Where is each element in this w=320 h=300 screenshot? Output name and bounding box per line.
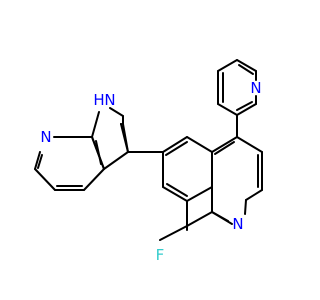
bond <box>186 211 213 227</box>
bond <box>236 101 253 111</box>
bond <box>159 225 188 241</box>
bond <box>109 107 124 117</box>
nitrogen-label-pyrrole: N <box>104 91 115 109</box>
bond <box>186 136 213 153</box>
atom-labels: N N F H N N <box>40 79 261 264</box>
bond <box>34 168 56 191</box>
bond <box>214 141 235 155</box>
bond <box>236 136 263 153</box>
bond <box>236 103 257 116</box>
bond <box>236 59 257 72</box>
bond-layer <box>34 59 263 241</box>
bond <box>244 199 247 215</box>
hydrogen-label-nh: H <box>93 91 104 109</box>
bond <box>186 186 213 202</box>
bond <box>211 211 233 225</box>
bond <box>217 59 238 72</box>
bond <box>162 186 188 202</box>
bond <box>122 123 129 153</box>
bond <box>91 111 100 138</box>
molecule-structure-diagram: N N F H N N <box>34 59 263 264</box>
bond <box>103 151 129 170</box>
bond <box>83 168 105 191</box>
nitrogen-label-quinoline: N <box>232 215 243 233</box>
nitrogen-label-azaindole: N <box>40 128 51 146</box>
bond <box>245 189 263 201</box>
bond <box>211 136 238 153</box>
bond <box>95 140 102 165</box>
bond <box>238 64 254 75</box>
bond <box>217 103 238 116</box>
fluorine-label: F <box>156 246 165 264</box>
bond <box>162 136 188 153</box>
nitrogen-label-pyridine: N <box>250 79 261 97</box>
bond <box>165 141 188 156</box>
bond <box>34 151 41 170</box>
bond <box>166 183 188 197</box>
bond <box>37 154 43 169</box>
